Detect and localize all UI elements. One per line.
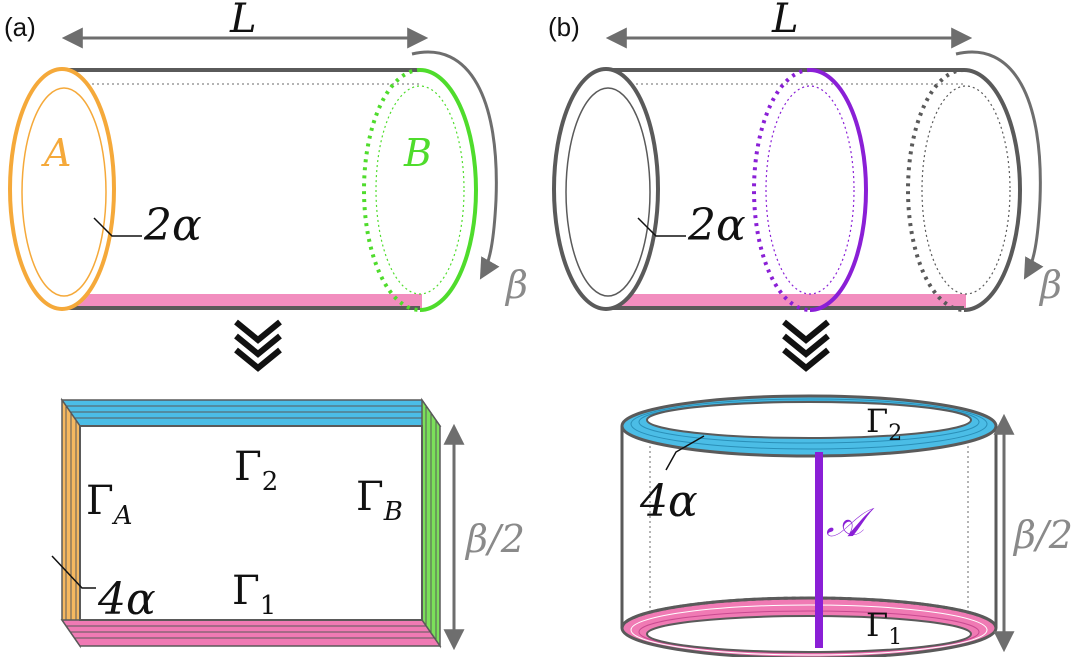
region-line-b (815, 452, 823, 648)
thickness-label-b: 4α (639, 476, 698, 527)
region-slice-inner-ring (765, 85, 855, 295)
gamma-2-ring-hole (646, 401, 972, 439)
flattened-interior-a (79, 425, 423, 621)
width-callout-b (637, 217, 686, 237)
cut-strip-a (62, 294, 422, 308)
region-a-inner-ring (21, 87, 107, 297)
gamma-2-label-a: Γ2 (234, 444, 278, 497)
region-b-back-arc (362, 68, 421, 312)
length-arrow-b: L (605, 0, 973, 49)
gamma-2-label-b: Γ2 (866, 402, 902, 446)
region-a-label: A (41, 131, 71, 175)
thickness-callout-a (51, 555, 96, 589)
width-callout-a (93, 217, 142, 237)
panel-b: (b) L 2α β (548, 0, 1073, 657)
right-end-back-arc-b (906, 68, 965, 312)
thickness-label-a: 4α (97, 574, 156, 625)
right-end-inner-ring-b (921, 85, 1011, 295)
thickness-callout-b (665, 435, 705, 471)
region-slice-back-arc (752, 68, 811, 312)
height-label-b: β/2 (1012, 513, 1073, 557)
region-a-outer-ring (8, 67, 116, 311)
gamma-b-label: ΓB (356, 474, 403, 527)
region-slice-front-arc (809, 68, 868, 312)
left-end-outer-ring-b (552, 67, 660, 311)
gamma-1-ring-hole (646, 615, 972, 653)
annulus-domain-b: 𝒜 Γ2 Γ1 4α β/2 (620, 394, 1073, 657)
gamma-1-label-a: Γ1 (232, 568, 276, 621)
beta-label-a: β (504, 263, 528, 307)
flattened-domain-a: Γ2 ΓA ΓB Γ1 4α β/2 (51, 397, 525, 651)
width-label-a: 2α (143, 200, 202, 251)
width-label-b: 2α (687, 200, 746, 251)
gamma-a-label: ΓA (86, 478, 133, 531)
gamma-2-strip-a (60, 399, 442, 427)
length-label-b: L (771, 0, 799, 42)
panel-a: (a) L A B 2α β (4, 0, 528, 651)
cylinder-a: A B 2α β (8, 50, 528, 312)
length-label-a: L (229, 0, 257, 42)
panel-a-label: (a) (4, 12, 36, 42)
triple-chevron-down-icon (782, 319, 830, 372)
triple-chevron-down-icon (234, 319, 282, 372)
gamma-1-label-b: Γ1 (866, 606, 902, 650)
height-label-a: β/2 (464, 517, 525, 561)
beta-arrow-a (411, 50, 500, 280)
region-b-front-arc (419, 68, 478, 312)
region-label-b: 𝒜 (826, 500, 875, 546)
beta-label-b: β (1038, 263, 1062, 307)
cylinder-b: 2α β (552, 50, 1062, 312)
cut-strip-b (606, 294, 966, 308)
beta-arrow-b (955, 50, 1044, 280)
left-end-inner-ring-b (565, 87, 651, 297)
length-arrow-a: L (61, 0, 429, 49)
region-b-inner-ring (375, 85, 465, 295)
region-b-label: B (403, 131, 432, 175)
right-end-front-arc-b (963, 68, 1022, 312)
panel-b-label: (b) (548, 12, 580, 42)
